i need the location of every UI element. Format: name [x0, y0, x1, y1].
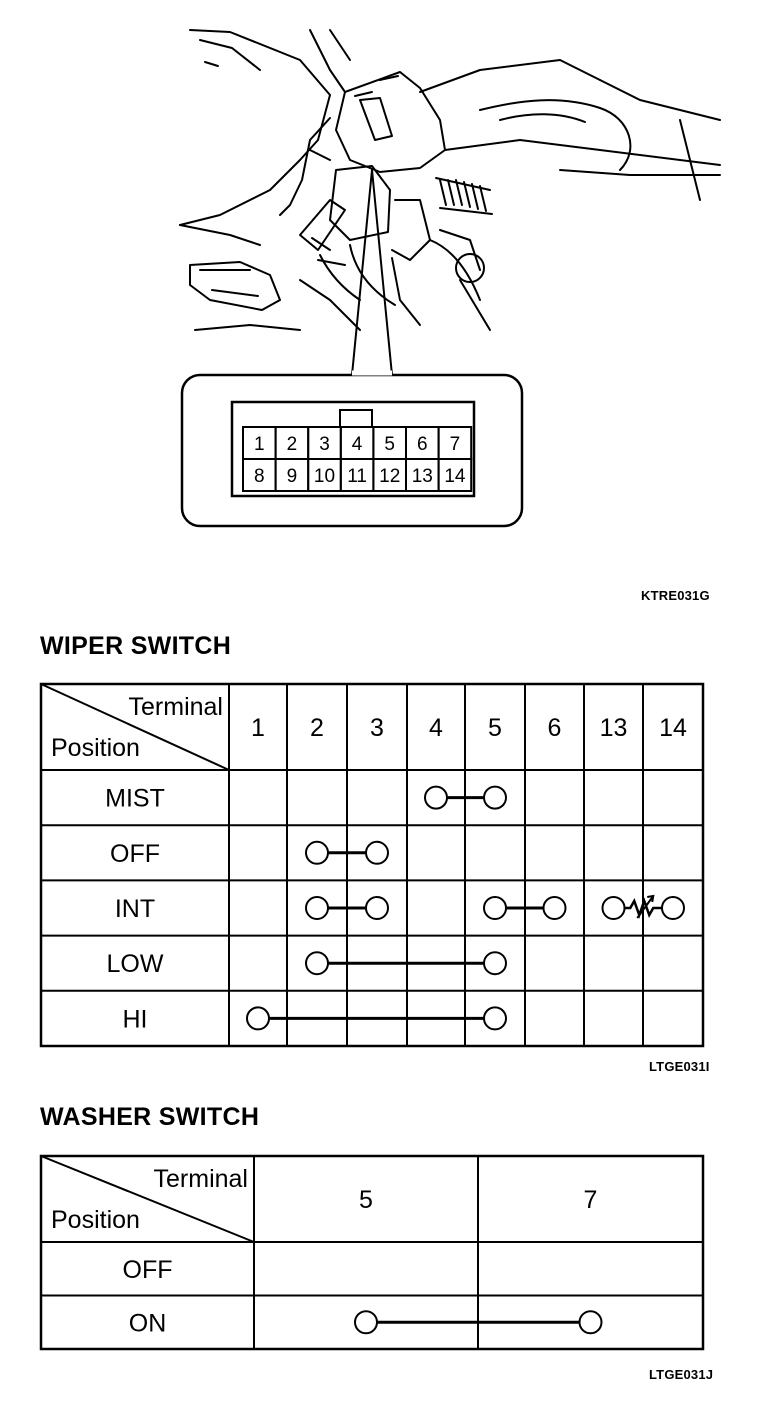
connector-pin-label: 1 — [254, 434, 265, 455]
header-diagonal — [40, 1155, 255, 1243]
connector-pin-label: 3 — [319, 434, 330, 455]
variable-arrow — [636, 895, 655, 919]
terminal-header: 4 — [429, 714, 443, 742]
position-label: OFF — [123, 1256, 173, 1284]
terminal-contact — [483, 1006, 507, 1031]
terminal-header: 5 — [488, 714, 502, 742]
connector-pin-cell — [437, 458, 473, 492]
washer-table-code: LTGE031J — [649, 1367, 714, 1382]
connector-pin-label: 5 — [384, 434, 395, 455]
terminal-header: 14 — [659, 714, 687, 742]
wiper-switch-title: WIPER SWITCH — [40, 632, 232, 660]
wiper-table-code: LTGE031I — [649, 1059, 710, 1074]
terminal-contact — [483, 785, 507, 810]
connector-pin-label: 9 — [287, 466, 298, 487]
header-position-label: Position — [51, 734, 140, 762]
table-border — [39, 682, 705, 1048]
terminal-contact — [305, 951, 329, 976]
terminal-header: 13 — [600, 714, 628, 742]
table-border — [39, 1154, 705, 1351]
connector-pin-label: 8 — [254, 466, 265, 487]
terminal-contact — [483, 896, 507, 920]
header-terminal-label: Terminal — [129, 693, 223, 721]
washer-switch-title: WASHER SWITCH — [40, 1103, 260, 1131]
terminal-contact — [601, 896, 626, 920]
terminal-header: 7 — [584, 1186, 598, 1214]
position-label: LOW — [107, 950, 164, 978]
position-label: MIST — [105, 785, 165, 813]
variable-arrow-head — [647, 894, 655, 903]
terminal-contact — [578, 1310, 603, 1335]
terminal-contact — [365, 896, 389, 920]
terminal-header: 6 — [548, 714, 562, 742]
terminal-header: 1 — [251, 714, 265, 742]
terminal-contact — [305, 896, 329, 920]
terminal-header: 5 — [359, 1186, 373, 1214]
header-diagonal — [40, 683, 230, 771]
position-label: INT — [115, 895, 155, 923]
position-label: OFF — [110, 840, 160, 868]
terminal-contact — [483, 951, 507, 976]
connector-pin-label: 13 — [412, 466, 433, 487]
connector-pin-label: 7 — [450, 434, 461, 455]
terminal-contact — [542, 896, 567, 920]
terminal-contact — [365, 840, 389, 865]
connector-pin-label: 4 — [352, 434, 363, 455]
connector-pin-label: 12 — [379, 466, 400, 487]
resistor-symbol — [624, 897, 662, 919]
header-position-label: Position — [51, 1206, 140, 1234]
position-label: ON — [129, 1309, 167, 1337]
terminal-contact — [354, 1310, 378, 1335]
connector-pin-label: 11 — [347, 466, 367, 487]
position-label: HI — [123, 1005, 148, 1033]
header-terminal-label: Terminal — [154, 1165, 248, 1193]
terminal-header: 2 — [310, 714, 324, 742]
terminal-contact — [661, 896, 685, 920]
connector-pin-label: 2 — [287, 434, 298, 455]
connector-pin-label: 14 — [444, 466, 466, 487]
terminal-contact — [424, 785, 448, 810]
connector-pin-label: 6 — [417, 434, 428, 455]
terminal-header: 3 — [370, 714, 384, 742]
terminal-contact — [246, 1006, 270, 1031]
terminal-contact — [305, 840, 329, 865]
connector-pin-label: 10 — [314, 466, 335, 487]
figure-code: KTRE031G — [641, 588, 710, 603]
